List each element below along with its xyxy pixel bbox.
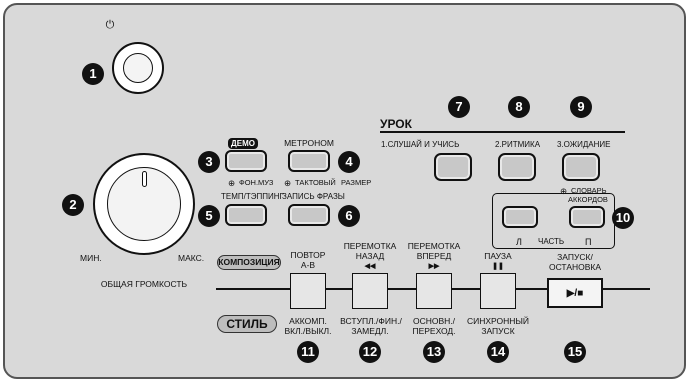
metronome-sub-label-2: РАЗМЕР: [341, 178, 372, 187]
tempo-label: ТЕМП/ТЭППИНГ: [221, 192, 284, 201]
wait-label: 3.ОЖИДАНИЕ: [557, 140, 611, 149]
accomp-label-1: АККОМП.: [289, 316, 327, 326]
play-stop-icon: ▶/■: [566, 288, 584, 299]
listen-label: 1.СЛУШАЙ И УЧИСЬ: [381, 140, 460, 149]
rewind-button[interactable]: [352, 273, 388, 309]
fast-forward-icon: ▶▶: [428, 263, 440, 270]
fast-forward-button[interactable]: [416, 273, 452, 309]
callout-9: 9: [570, 96, 592, 118]
style-tag: СТИЛЬ: [217, 315, 277, 333]
callout-15: 15: [564, 341, 586, 363]
volume-max-label: МАКС.: [178, 253, 205, 263]
callout-6: 6: [338, 205, 360, 227]
callout-7: 7: [448, 96, 470, 118]
pause-label: ПАУЗА: [484, 251, 512, 261]
volume-title: ОБЩАЯ ГРОМКОСТЬ: [100, 279, 188, 289]
pause-icon: ❚❚: [492, 263, 504, 270]
main-fill-label-2: ПЕРЕХОД.: [412, 326, 456, 336]
callout-8: 8: [508, 96, 530, 118]
rhythm-label: 2.РИТМИКА: [495, 140, 541, 149]
repeat-ab-label-2: A-B: [300, 260, 316, 270]
composition-tag: КОМПОЗИЦИЯ: [217, 255, 281, 270]
demo-button[interactable]: [225, 150, 267, 172]
lesson-divider: [380, 131, 625, 133]
main-fill-label-1: ОСНОВН./: [412, 316, 456, 326]
chord-dictionary-icon: ⊕: [560, 186, 568, 196]
callout-4: 4: [338, 151, 360, 173]
demo-sub-icon: ⊕: [228, 178, 236, 188]
callout-13: 13: [423, 341, 445, 363]
part-label: ЧАСТЬ: [538, 237, 565, 246]
demo-sub-label: ФОН.МУЗ: [239, 178, 274, 187]
rewind-label-1: ПЕРЕМОТКА: [343, 241, 397, 251]
repeat-ab-button[interactable]: [290, 273, 326, 309]
metronome-sub-icon: ⊕: [284, 178, 292, 188]
callout-12: 12: [359, 341, 381, 363]
callout-14: 14: [487, 341, 509, 363]
rewind-label-2: НАЗАД: [355, 251, 385, 261]
phrase-record-button[interactable]: [288, 204, 330, 226]
sync-start-label-1: СИНХРОННЫЙ: [466, 316, 530, 326]
chord-dictionary-label-2: АККОРДОВ: [568, 195, 608, 204]
callout-5: 5: [198, 205, 220, 227]
part-left-label: Л: [516, 237, 522, 247]
rewind-icon: ◀◀: [364, 263, 376, 270]
part-right-label: П: [585, 237, 592, 247]
callout-3: 3: [198, 151, 220, 173]
repeat-ab-label-1: ПОВТОР: [290, 250, 326, 260]
listen-and-learn-button[interactable]: [434, 153, 472, 181]
volume-min-label: МИН.: [80, 253, 102, 263]
tempo-button[interactable]: [225, 204, 267, 226]
part-right-button[interactable]: [569, 206, 605, 228]
power-icon: ⏻: [105, 19, 115, 31]
start-stop-label-1: ЗАПУСК/: [557, 252, 593, 262]
callout-1: 1: [82, 63, 104, 85]
demo-label: ДЕМО: [228, 138, 258, 149]
callout-2: 2: [62, 194, 84, 216]
intro-ending-label-2: ЗАМЕДЛ.: [351, 326, 389, 336]
intro-ending-label-1: ВСТУПЛ./ФИН./: [340, 316, 402, 326]
callout-11: 11: [297, 341, 319, 363]
power-button[interactable]: [112, 42, 164, 94]
pause-button[interactable]: [480, 273, 516, 309]
fast-forward-label-1: ПЕРЕМОТКА: [407, 241, 461, 251]
metronome-sub-label-1: ТАКТОВЫЙ: [295, 178, 336, 187]
chord-dictionary-label-1: СЛОВАРЬ: [571, 186, 607, 195]
metronome-label: МЕТРОНОМ: [284, 138, 334, 148]
fast-forward-label-2: ВПЕРЕД: [416, 251, 452, 261]
rhythm-button[interactable]: [498, 153, 536, 181]
metronome-button[interactable]: [288, 150, 330, 172]
start-stop-label-2: ОСТАНОВКА: [548, 262, 602, 272]
callout-10: 10: [612, 207, 634, 229]
accomp-label-2: ВКЛ./ВЫКЛ.: [284, 326, 332, 336]
part-left-button[interactable]: [502, 206, 538, 228]
start-stop-button[interactable]: ▶/■: [547, 278, 603, 308]
lesson-title: УРОК: [380, 117, 412, 131]
phrase-record-label: ЗАПИСЬ ФРАЗЫ: [282, 192, 345, 201]
volume-knob[interactable]: [93, 153, 195, 255]
waiting-button[interactable]: [562, 153, 600, 181]
sync-start-label-2: ЗАПУСК: [481, 326, 515, 336]
